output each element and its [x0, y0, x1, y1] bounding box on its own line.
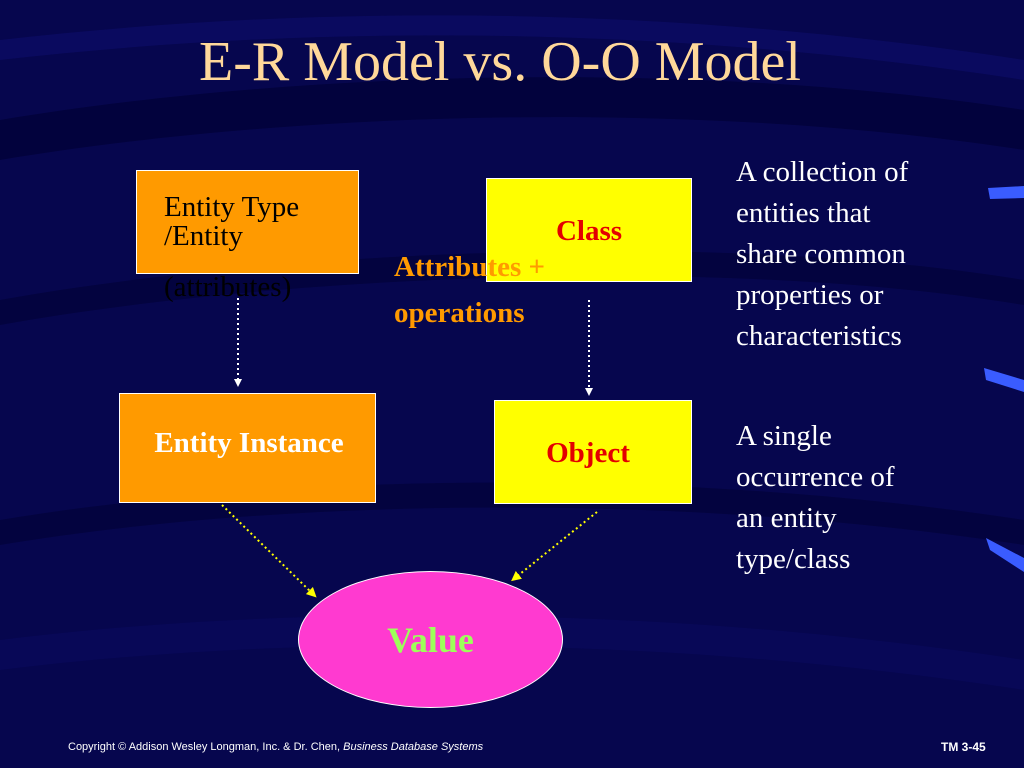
note-line: A single	[736, 420, 832, 452]
entity-instance-box	[119, 393, 376, 503]
copyright-text: Copyright © Addison Wesley Longman, Inc.…	[68, 741, 344, 753]
slide-number: TM 3-45	[941, 740, 986, 754]
attributes-operations-label: Attributes + operations	[394, 244, 614, 336]
note-line: type/class	[736, 543, 851, 575]
note-line: share common	[736, 238, 906, 270]
attributes-operations-line2: operations	[394, 297, 525, 329]
copyright-footer: Copyright © Addison Wesley Longman, Inc.…	[68, 741, 483, 753]
class-box	[486, 178, 692, 282]
value-label: Value	[387, 620, 474, 660]
object-definition-note: A single occurrence of an entity type/cl…	[736, 416, 996, 580]
entity-type-line2: /Entity	[164, 220, 243, 252]
value-ellipse	[298, 571, 563, 708]
note-line: an entity	[736, 502, 837, 534]
attributes-operations-line1: Attributes +	[394, 251, 546, 283]
book-title: Business Database Systems	[343, 741, 484, 753]
slide-title: E-R Model vs. O-O Model	[199, 31, 801, 93]
note-line: occurrence of	[736, 461, 895, 493]
attributes-label: (attributes)	[164, 271, 292, 303]
note-line: entities that	[736, 197, 871, 229]
object-box	[494, 400, 692, 504]
object-label: Object	[546, 437, 630, 469]
class-definition-note: A collection of entities that share comm…	[736, 152, 996, 357]
note-line: properties or	[736, 279, 884, 311]
class-label: Class	[555, 215, 623, 247]
edge-swoosh	[988, 186, 1024, 199]
entity-type-box	[136, 170, 359, 274]
note-line: A collection of	[736, 156, 909, 188]
entity-instance-label: Entity Instance	[154, 427, 344, 459]
entity-type-line1: Entity Type	[164, 191, 300, 223]
entity-type-label: Entity Type /Entity	[164, 193, 354, 251]
note-line: characteristics	[736, 320, 902, 352]
